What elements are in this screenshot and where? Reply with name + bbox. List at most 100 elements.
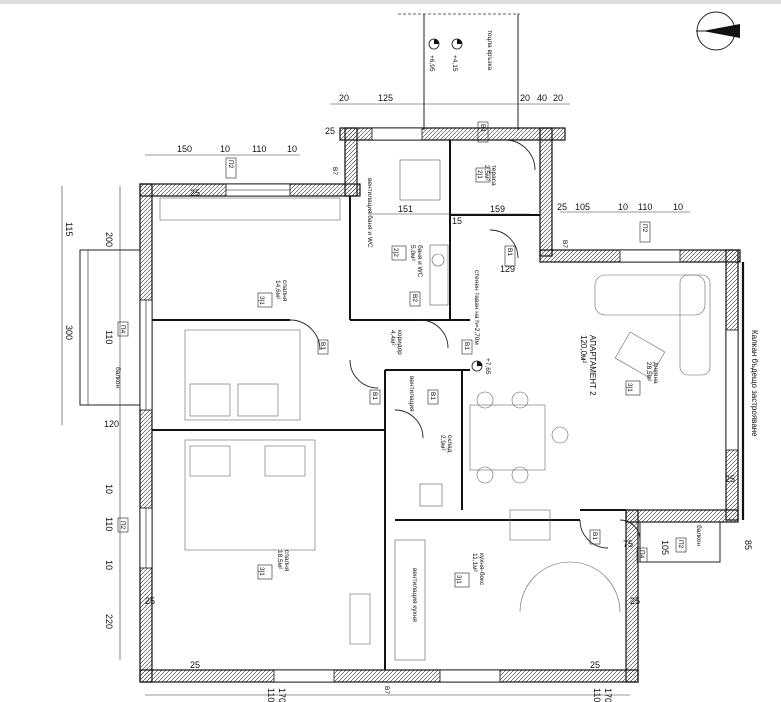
tag-d-c2-code: B1 xyxy=(429,392,436,400)
dim-25r: 25 xyxy=(557,202,567,212)
level-1: +6,95 xyxy=(428,55,435,72)
dim-105b: 105 xyxy=(660,540,670,555)
room-balcony-top: тоцла връзка xyxy=(486,30,493,71)
bathroom-fixtures xyxy=(394,159,449,661)
tag-w-balc2-code: П2 xyxy=(677,540,684,549)
tag-d-mid-code: B1 xyxy=(506,248,513,256)
furniture-beds xyxy=(159,197,371,645)
dim-150: 150 xyxy=(177,144,192,154)
room-tag-5: 3|1 xyxy=(455,575,462,584)
room-tags: 3|1 2|2 2|1 3|1 3|1 3|1 xyxy=(257,167,641,588)
windows xyxy=(139,127,739,683)
level-3: +7,65 xyxy=(484,358,491,375)
room-tag-2: 2|2 xyxy=(392,248,399,257)
dim-125: 125 xyxy=(378,93,393,103)
dim-75: 75 xyxy=(623,539,633,549)
room-living: дневна28,5м² xyxy=(645,362,659,384)
dim-25c: 25 xyxy=(145,596,155,606)
dim-25a: 25 xyxy=(325,126,335,136)
dim-10a: 10 xyxy=(220,144,230,154)
level-2: +4,15 xyxy=(451,55,458,72)
dim-10c: 10 xyxy=(618,202,628,212)
room-balcony-right: балкон xyxy=(695,525,703,547)
vent-bath: вентилация баня и WC xyxy=(366,178,374,248)
dim-85: 85 xyxy=(743,540,753,550)
top-terrace xyxy=(398,13,520,130)
dim-15: 15 xyxy=(452,216,462,226)
dim-120: 120 xyxy=(104,419,119,429)
vent-storage: вентилация xyxy=(408,376,415,412)
dim-151: 151 xyxy=(398,204,413,214)
tag-w-left2-code: П2 xyxy=(119,521,126,530)
dim-10d: 10 xyxy=(673,202,683,212)
height-note: стенен таван на h=2,70м xyxy=(473,270,480,345)
tag-w-balc-code: П4 xyxy=(638,550,645,559)
dim-25b: 25 xyxy=(190,188,200,198)
room-tag-1: 3|1 xyxy=(258,296,265,305)
marker-b7-1: B7 xyxy=(331,167,338,175)
tag-w-top-code: П2 xyxy=(227,160,234,169)
tag-d-ss2-code: B1 xyxy=(371,392,378,400)
room-terrace: тераса2,5м² xyxy=(483,165,497,186)
marker-b7-2: B7 xyxy=(561,240,568,248)
dim-110b: 110 xyxy=(638,202,652,212)
dimension-lines xyxy=(61,103,690,696)
room-tag-4: 3|1 xyxy=(626,383,633,392)
dim-25e: 25 xyxy=(590,660,600,670)
tag-d-top-code: B1 xyxy=(479,124,486,132)
room-storage: склад2,9м² xyxy=(439,435,453,453)
dim-10e: 10 xyxy=(104,484,114,494)
room-apartment: АПАРТАМЕНТ 2120,0м² xyxy=(579,335,597,396)
dim-110e: 110 xyxy=(266,688,276,702)
dim-20b: 20 xyxy=(520,93,530,103)
dim-25f: 25 xyxy=(630,596,640,606)
balcony-left xyxy=(79,249,141,406)
dim-200: 200 xyxy=(104,232,114,247)
room-balcony-left: балкон xyxy=(114,367,122,389)
dim-129: 129 xyxy=(500,264,515,274)
doors xyxy=(289,139,641,549)
dim-300: 300 xyxy=(64,325,74,340)
tag-d-kitchen-code: B1 xyxy=(591,532,598,540)
dim-159: 159 xyxy=(490,204,505,214)
room-bedroom1: спалня14,6м² xyxy=(274,280,288,302)
dim-25g: 25 xyxy=(725,474,735,484)
dim-110f: 110 xyxy=(592,688,602,702)
dim-220: 220 xyxy=(104,614,114,629)
room-tag-3: 2|1 xyxy=(476,170,483,179)
dim-40: 40 xyxy=(537,93,547,103)
balcony-right xyxy=(639,521,721,563)
top-border xyxy=(0,0,781,4)
dim-20c: 20 xyxy=(553,93,563,103)
tag-d-c1-code: B1 xyxy=(463,342,470,350)
room-kitchen: кухня-бокс11,1м² xyxy=(471,553,486,586)
room-tag-6: 3|1 xyxy=(258,567,265,576)
dim-105: 105 xyxy=(575,202,590,212)
north-arrow-icon xyxy=(696,11,740,51)
dim-170a: 170 xyxy=(277,688,287,702)
dim-110d: 110 xyxy=(104,517,114,531)
vent-kitchen: вентилация кухня xyxy=(411,568,418,622)
furniture-living xyxy=(469,274,711,613)
dim-115: 115 xyxy=(64,222,74,236)
room-corridor: коридор4,4м² xyxy=(389,330,403,355)
dimension-texts: 150 10 110 10 20 125 20 40 20 25 105 10 … xyxy=(64,93,753,702)
room-bedroom2: спалня18,5м² xyxy=(276,550,290,572)
tag-d-ss1-code: B1 xyxy=(319,342,326,350)
dim-10f: 10 xyxy=(104,560,114,570)
interior-walls xyxy=(152,140,626,670)
neighbour-note: Калкан бъдещо застрояване xyxy=(750,330,759,437)
level-markers: +6,95 +4,15 +7,65 xyxy=(428,38,491,375)
room-labels: тераса2,5м² тоцла връзка спалня14,6м² ба… xyxy=(114,30,759,622)
dim-10b: 10 xyxy=(287,144,297,154)
dim-170b: 170 xyxy=(603,688,613,702)
dim-20a: 20 xyxy=(339,93,349,103)
opening-tags: П2 B1 B1 П2 П4 П2 B2 B1 B1 B1 B1 B1 П4 П… xyxy=(117,121,687,563)
dim-25d: 25 xyxy=(190,660,200,670)
dim-110a: 110 xyxy=(252,144,266,154)
tag-d-bath-code: B2 xyxy=(411,294,418,302)
tag-w-left1-code: П4 xyxy=(119,325,126,334)
marker-b7-3: B7 xyxy=(383,686,390,694)
dim-110c: 110 xyxy=(104,330,114,344)
